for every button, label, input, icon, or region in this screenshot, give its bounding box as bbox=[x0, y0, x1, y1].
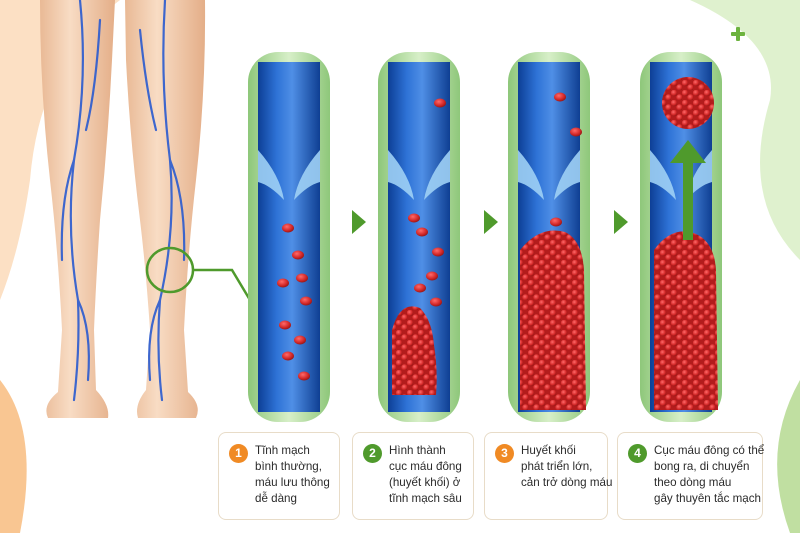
residual-clot bbox=[654, 231, 718, 410]
orange-corner-top-left bbox=[0, 0, 120, 300]
green-corner-top-right bbox=[690, 0, 800, 260]
step-1-text: Tĩnh mạch bình thường, máu lưu thông dễ … bbox=[255, 444, 330, 505]
left-leg bbox=[40, 0, 115, 418]
plus-icon bbox=[731, 27, 745, 41]
step-1-caption: 1 Tĩnh mạch bình thường, máu lưu thông d… bbox=[218, 432, 340, 520]
step-3-number-badge: 3 bbox=[495, 444, 514, 463]
vein-panel-2 bbox=[378, 52, 460, 422]
step-4-number-badge: 4 bbox=[628, 444, 647, 463]
step-2-number-badge: 2 bbox=[363, 444, 382, 463]
vein-panel-1 bbox=[248, 52, 330, 422]
legs-illustration bbox=[40, 0, 252, 418]
orange-corner-bottom-left bbox=[0, 380, 27, 533]
detach-arrow-head bbox=[670, 140, 706, 163]
embolus bbox=[662, 77, 714, 129]
small-clot bbox=[392, 306, 437, 395]
step-2-text: Hình thành cục máu đông (huyết khối) ở t… bbox=[389, 444, 462, 505]
large-clot bbox=[520, 230, 586, 410]
step-1-number-badge: 1 bbox=[229, 444, 248, 463]
vein-panel-4 bbox=[640, 52, 722, 422]
green-corner-bottom-right bbox=[777, 380, 800, 533]
blood-cells bbox=[277, 92, 582, 381]
vein-panel-3 bbox=[508, 52, 590, 422]
chevron-right-icon bbox=[352, 210, 628, 234]
step-2-caption: 2 Hình thành cục máu đông (huyết khối) ở… bbox=[352, 432, 474, 520]
step-3-caption: 3 Huyết khối phát triển lớn, cản trở dòn… bbox=[484, 432, 612, 520]
step-4-text: Cục máu đông có thể bong ra, di chuyển t… bbox=[654, 444, 765, 505]
step-3-text: Huyết khối phát triển lớn, cản trở dòng … bbox=[521, 444, 613, 489]
right-leg bbox=[125, 0, 206, 418]
step-4-caption: 4 Cục máu đông có thể bong ra, di chuyển… bbox=[617, 432, 765, 520]
callout-line bbox=[193, 268, 252, 301]
detach-arrow-shaft bbox=[683, 160, 693, 240]
